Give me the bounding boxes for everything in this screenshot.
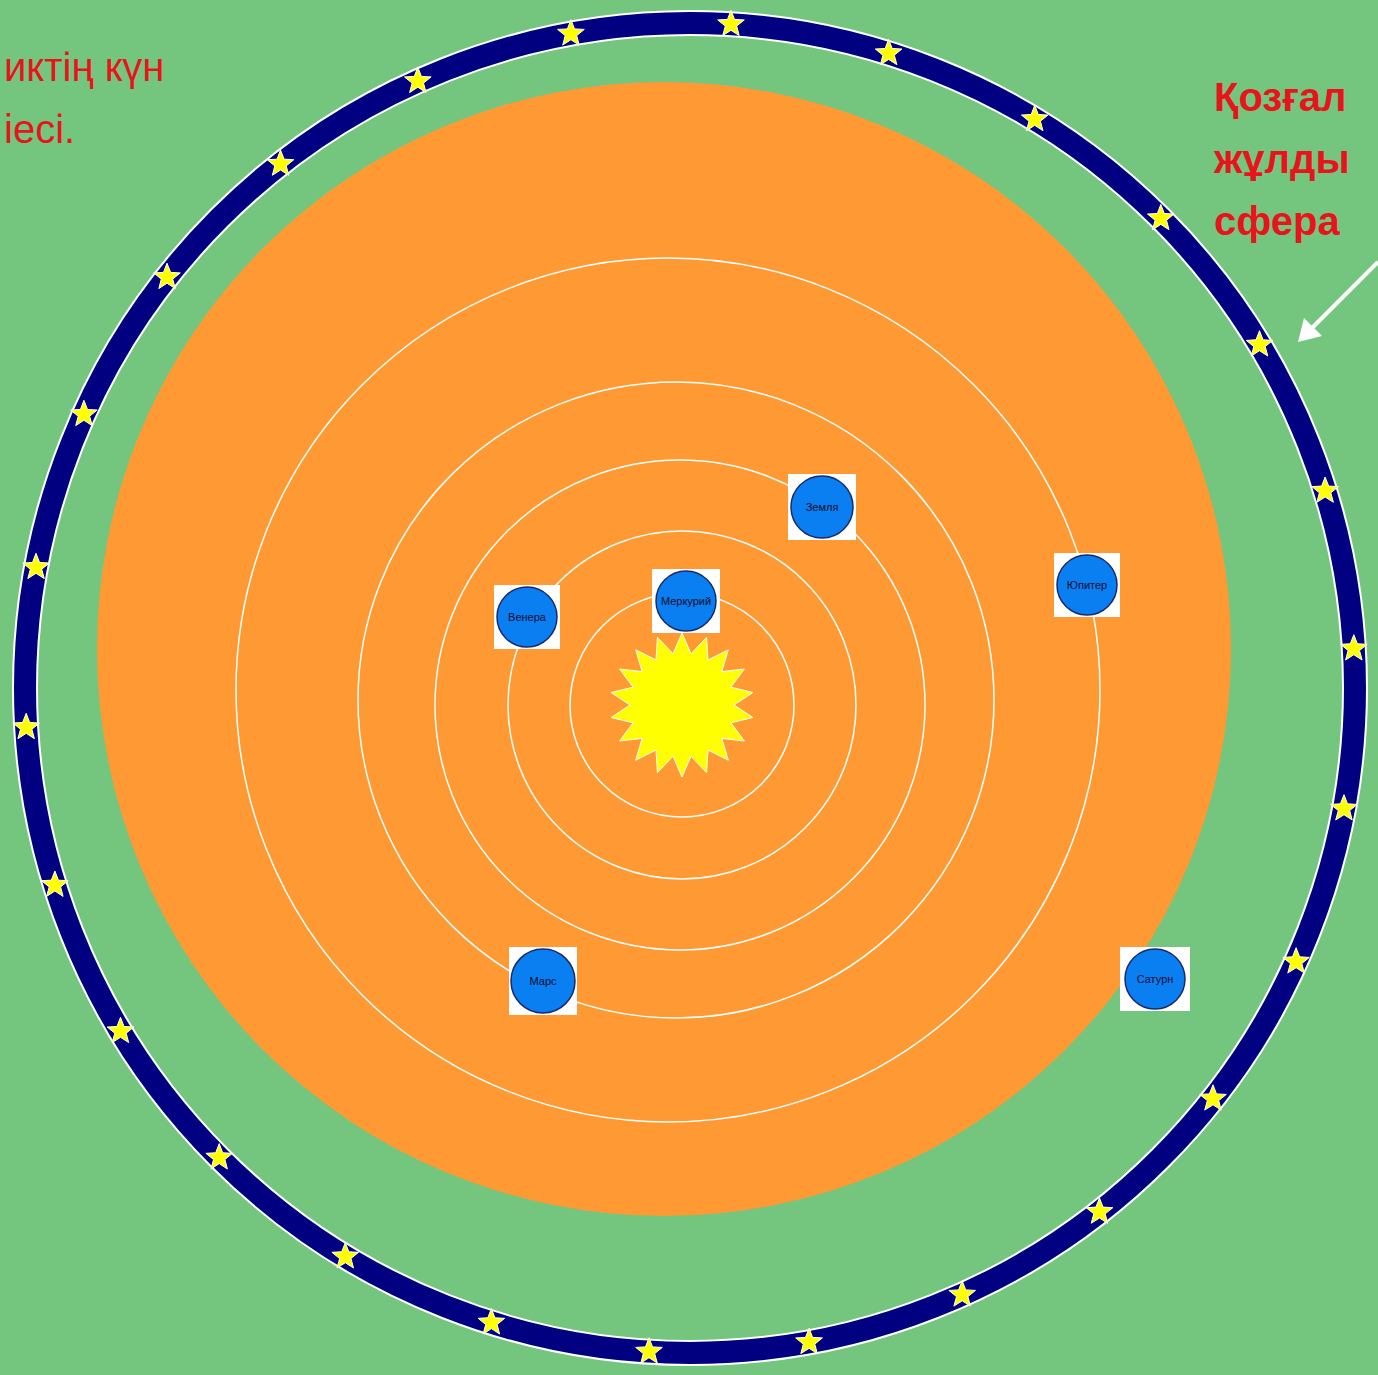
star bbox=[405, 67, 432, 92]
pointer-arrow bbox=[1298, 262, 1378, 342]
planet-name: Меркурий bbox=[661, 595, 711, 607]
star bbox=[71, 400, 98, 425]
star-sphere-edge bbox=[25, 23, 1355, 1353]
star bbox=[796, 1328, 823, 1353]
star bbox=[154, 263, 181, 288]
orbit bbox=[358, 382, 994, 1018]
callout-label: Қозғал жұлды сфера bbox=[1214, 66, 1372, 252]
star bbox=[1283, 948, 1310, 973]
orbit bbox=[508, 531, 856, 879]
orbit-disk bbox=[97, 82, 1231, 1216]
star bbox=[1331, 795, 1358, 820]
star bbox=[23, 553, 50, 578]
orbits bbox=[236, 258, 1100, 1122]
star bbox=[1312, 477, 1339, 502]
star bbox=[949, 1281, 976, 1306]
planet: Меркурий bbox=[652, 569, 720, 633]
planet: Марс bbox=[509, 947, 577, 1015]
star bbox=[1341, 635, 1368, 660]
planet-disk bbox=[791, 476, 853, 538]
star bbox=[267, 150, 294, 175]
planet-name: Земля bbox=[806, 501, 839, 513]
star-sphere bbox=[25, 23, 1355, 1353]
star bbox=[875, 39, 902, 64]
pointer-head bbox=[1298, 318, 1322, 342]
star bbox=[478, 1309, 505, 1334]
planet: Юпитер bbox=[1054, 553, 1120, 617]
planet-disk bbox=[497, 587, 557, 647]
star bbox=[107, 1017, 134, 1042]
orbit bbox=[435, 460, 925, 950]
planet: Сатурн bbox=[1120, 947, 1190, 1011]
star bbox=[1200, 1085, 1227, 1110]
star bbox=[206, 1144, 233, 1169]
star bbox=[1148, 204, 1175, 229]
planet-name: Сатурн bbox=[1137, 973, 1174, 985]
star bbox=[332, 1243, 359, 1268]
planet-name: Марс bbox=[529, 975, 556, 987]
stars bbox=[13, 10, 1367, 1363]
orbit bbox=[236, 258, 1100, 1122]
slide-title-fragment: иктің күн iесі. bbox=[4, 36, 219, 160]
planet-disk bbox=[1057, 555, 1117, 615]
planet-disk bbox=[1125, 949, 1185, 1009]
planet: Земля bbox=[788, 474, 856, 540]
star bbox=[13, 713, 40, 738]
star bbox=[1021, 105, 1048, 130]
star bbox=[1086, 1198, 1113, 1223]
planet: Венера bbox=[494, 585, 560, 649]
star bbox=[718, 10, 745, 35]
sun bbox=[611, 633, 753, 777]
planet-disk bbox=[656, 571, 716, 631]
star bbox=[42, 871, 69, 896]
planet-name: Юпитер bbox=[1067, 579, 1107, 591]
star bbox=[558, 20, 585, 45]
star bbox=[1246, 331, 1273, 356]
planet-disk bbox=[511, 949, 575, 1013]
planet-name: Венера bbox=[508, 611, 546, 623]
star bbox=[636, 1338, 663, 1363]
pointer-line bbox=[1310, 262, 1378, 330]
